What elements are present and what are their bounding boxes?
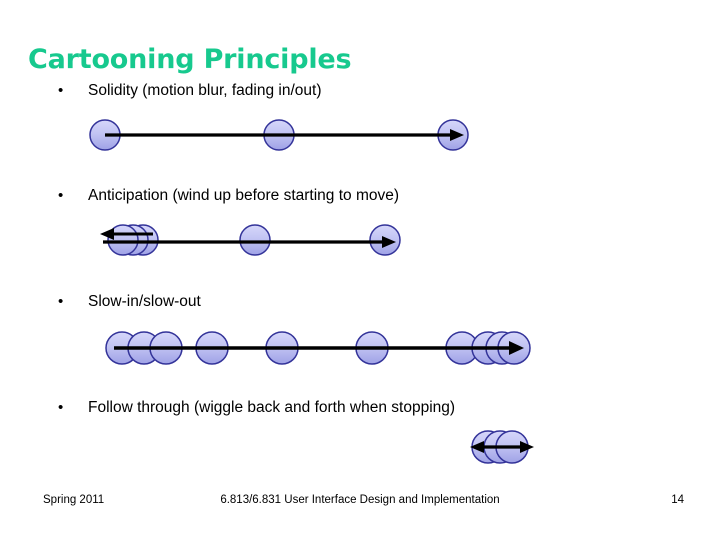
anticipation-ball — [239, 224, 271, 256]
anticipation-diagram — [95, 214, 410, 264]
bullet-item-slow-in-slow-out: • Slow-in/slow-out — [58, 293, 201, 311]
bullet-marker-icon: • — [58, 187, 64, 204]
footer-course-name: 6.813/6.831 User Interface Design and Im… — [220, 494, 500, 506]
bullet-item-anticipation: • Anticipation (wind up before starting t… — [58, 187, 399, 205]
bullet-label: Solidity (motion blur, fading in/out) — [88, 82, 322, 99]
bullet-item-follow-through: • Follow through (wiggle back and forth w… — [58, 399, 455, 417]
bullet-label: Follow through (wiggle back and forth wh… — [88, 399, 456, 416]
page-title: Cartooning Principles — [28, 44, 352, 76]
bullet-marker-icon: • — [58, 399, 64, 416]
slide-footer: Spring 2011 6.813/6.831 User Interface D… — [0, 494, 720, 518]
bullet-marker-icon: • — [58, 82, 64, 99]
footer-page-number: 14 — [671, 494, 684, 506]
bullet-label: Anticipation (wind up before starting to… — [88, 187, 400, 204]
slow-in-slow-out-diagram — [100, 324, 540, 374]
follow-through-diagram — [462, 424, 554, 472]
solidity-motion-diagram — [80, 112, 470, 158]
arrowhead-right-icon — [509, 341, 524, 355]
arrowhead-right-icon — [382, 236, 396, 248]
arrowhead-right-icon — [450, 129, 464, 141]
bullet-label: Slow-in/slow-out — [88, 293, 201, 310]
arrowhead-left-icon — [100, 228, 114, 240]
footer-term: Spring 2011 — [43, 494, 105, 506]
arrowhead-left-icon — [470, 441, 484, 453]
bullet-marker-icon: • — [58, 293, 64, 310]
bullet-item-solidity: • Solidity (motion blur, fading in/out) — [58, 82, 321, 100]
arrowhead-right-icon — [520, 441, 534, 453]
